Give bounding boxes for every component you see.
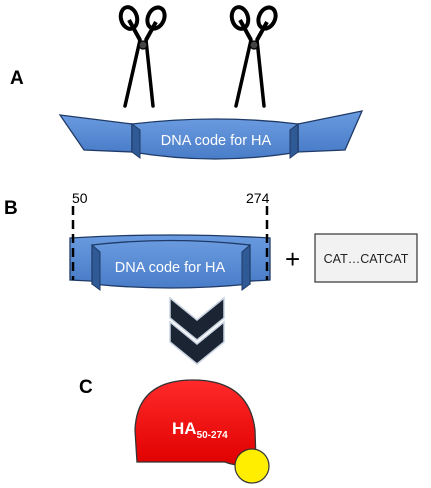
panel-c-label: C [79,377,93,398]
plus-sign: + [285,244,300,274]
dna-ribbon-a [58,110,364,160]
ribbon-b-label: DNA code for HA [115,260,226,276]
dna-ribbon-b [69,234,271,291]
ribbon-a-label: DNA code for HA [161,133,272,149]
scissors-icon-left [118,5,167,108]
panel-b-label: B [4,198,18,219]
his-tag-sequence-text: CAT…CATCAT [324,252,409,266]
panel-a-label: A [10,68,24,89]
ha-protein-label: HA50-274 [172,419,228,441]
start-position-label: 50 [72,190,88,206]
his-tag-circle [234,448,270,484]
his-tag-sequence-box [314,233,418,283]
end-position-label: 274 [246,190,270,206]
down-chevron-arrow [169,296,225,365]
scissors-icon-right [229,5,278,108]
